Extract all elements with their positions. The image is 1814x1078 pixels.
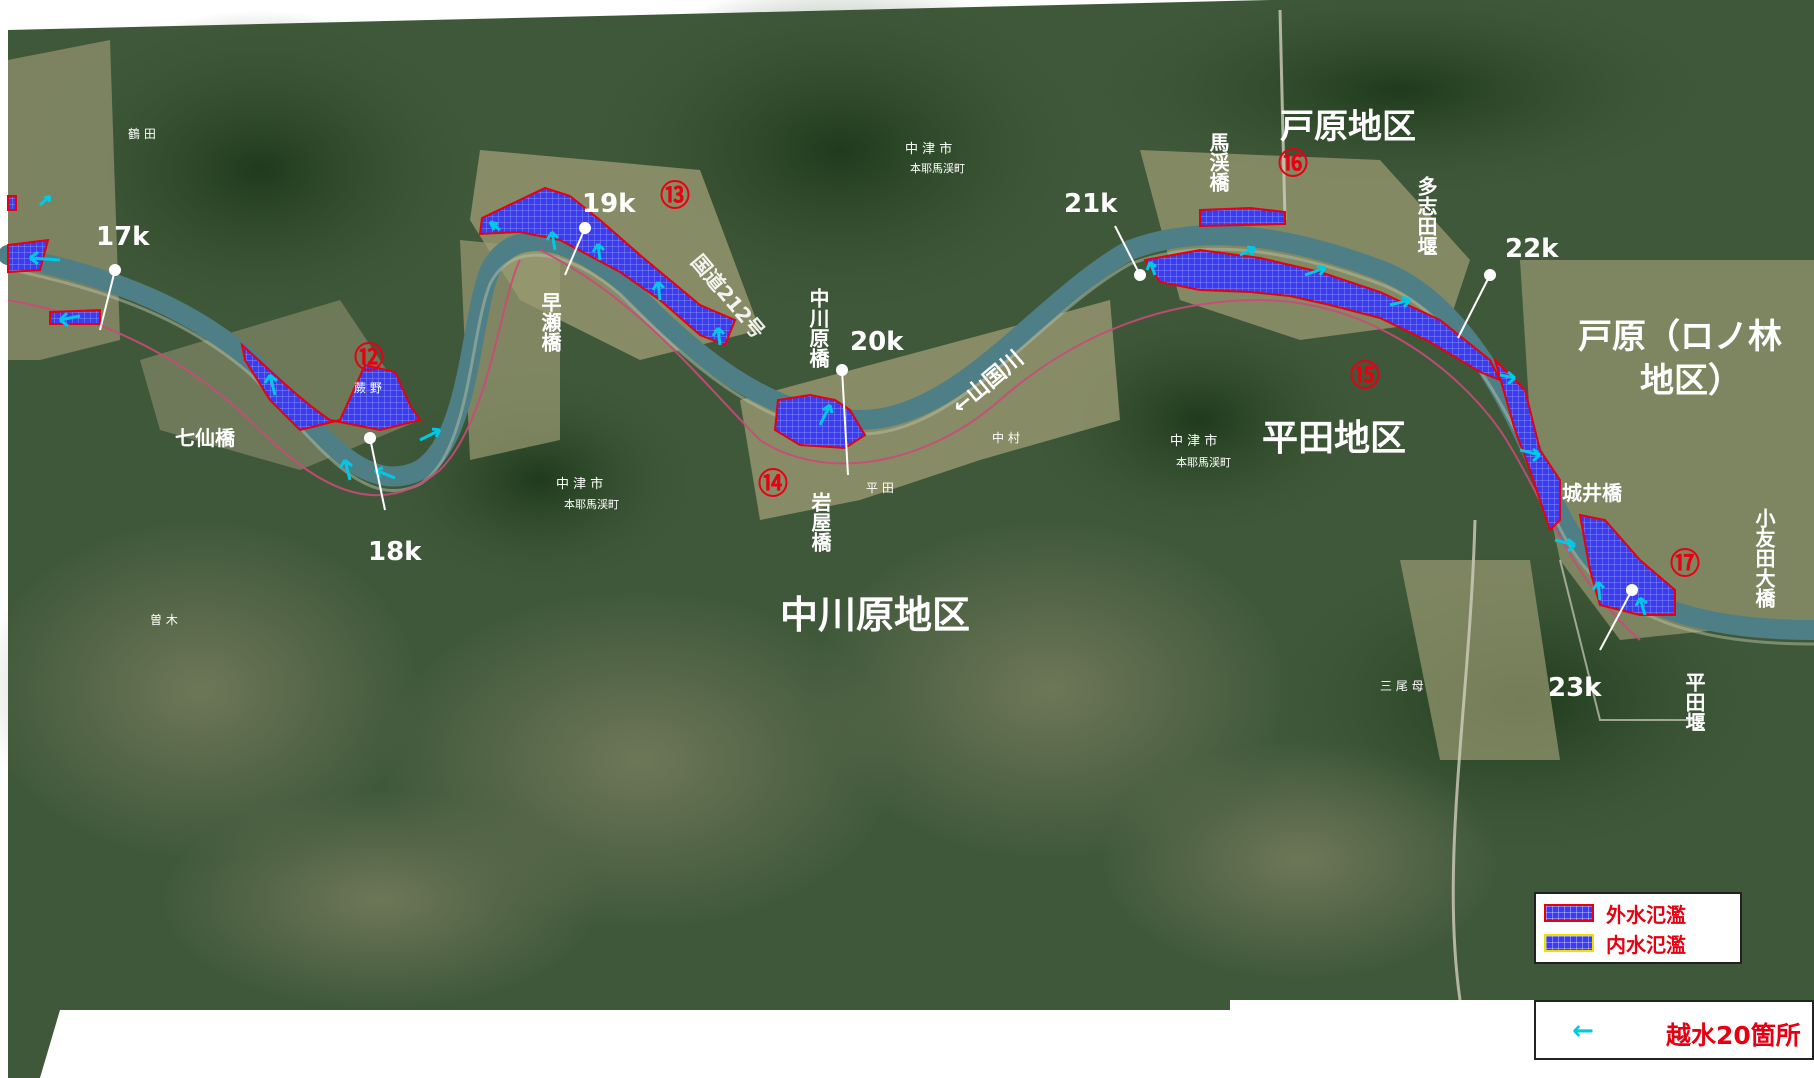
place-honyabakei-3: 本耶馬渓町 [1176,455,1231,469]
flood-area-17 [1578,513,1676,616]
marker-17k: 17k [96,222,150,252]
marker-20k: 20k [850,327,904,357]
bridge-kotomoda: 小友田大橋 [1752,508,1776,609]
flood-area-13 [478,186,737,347]
district-tohara: 戸原地区 [1280,107,1416,147]
area-number-12: ⑫ [354,341,384,376]
legend-row-internal: 内水氾濫 [1544,930,1686,957]
overflow-arrow [1554,537,1576,553]
flood-area-15b [1492,356,1561,532]
flood-area-12 [240,342,422,432]
overflow-arrow [58,311,81,328]
overflow-arrow [1389,295,1412,308]
overflow-arrow [1519,447,1541,463]
area-number-16: ⑯ [1278,147,1308,182]
legend-external-label: 外水氾濫 [1606,902,1686,927]
district-tohara-kunobayashi: 戸原（ロノ林 [1578,317,1782,357]
overflow-note: ← 越水20箇所 [1534,1000,1814,1060]
overflow-arrow [338,458,353,481]
overflow-arrow [38,194,52,207]
legend: 外水氾濫 内水氾濫 [1534,892,1742,964]
flood-areas [7,186,1676,616]
marker-23k: 23k [1548,673,1602,703]
bridge-shiroi: 城井橋 [1562,481,1623,505]
marker-22k: 22k [1505,234,1559,264]
marker-19k: 19k [582,189,636,219]
place-warabino: 蕨 野 [354,381,382,395]
overflow-note-text: 越水20箇所 [1666,1021,1801,1050]
place-sogi: 曽 木 [150,612,178,627]
marker-leaders [99,222,1638,651]
area-number-15: ⑮ [1350,359,1380,394]
marker-21k: 21k [1064,189,1118,219]
rocky-hill [160,790,600,1010]
legend-row-external: 外水氾濫 [1544,900,1686,927]
bridge-iwaya: 岩屋橋 [808,492,832,553]
overflow-arrow [1145,260,1157,276]
place-honyabakei-2: 本耶馬渓町 [564,497,619,511]
place-hirata: 平 田 [866,481,894,495]
area-number-13: ⑬ [660,179,690,214]
overflow-arrow [488,220,501,232]
overflow-arrow-icon: ← [1572,1016,1594,1046]
overflow-arrow [651,280,666,301]
overflow-arrow [545,230,560,251]
place-tsuruta: 鶴 田 [128,126,156,141]
overflow-arrow [1591,580,1606,601]
overflow-arrow [29,250,61,266]
place-honyabakei-1: 本耶馬渓町 [910,161,965,175]
road [1559,559,1700,721]
bridge-hayase: 早瀬橋 [538,292,562,353]
flood-area [7,195,17,211]
flood-area-16 [1199,206,1286,228]
overflow-arrow [1634,596,1648,616]
road [1451,519,1477,1001]
weir-tashida: 多志田堰 [1414,175,1438,256]
hill [30,10,490,330]
place-nakatsu-1: 中 津 市 [905,141,952,157]
place-mio: 三 尾 母 [1380,679,1424,693]
place-nakatsu-3: 中 津 市 [1170,433,1217,449]
rocky-hill [0,520,420,860]
bridge-bakei: 馬渓橋 [1206,132,1230,193]
overflow-arrow [711,326,726,346]
district-hirata: 平田地区 [1262,418,1406,459]
hill [1080,0,1720,200]
legend-internal-label: 内水氾濫 [1606,932,1686,957]
overflow-arrow [419,427,442,442]
overflow-arrows [29,194,1648,616]
blank-area [40,1000,1535,1078]
svg-text:早瀬橋: 早瀬橋 [538,292,562,353]
district-nakagawara: 中川原地区 [780,593,970,637]
overflow-arrow [1304,264,1327,277]
overflow-arrow [1499,370,1516,386]
marker-18k: 18k [368,537,422,567]
area-number-14: ⑭ [758,467,788,502]
flood-area-14 [773,393,867,450]
area-number-17: ⑰ [1670,547,1700,582]
place-nakatsu-2: 中 津 市 [556,476,603,492]
bridge-shichisen: 七仙橋 [175,426,236,450]
overflow-arrow [1239,245,1257,257]
farmland [1400,560,1560,760]
rocky-hill [1100,740,1500,980]
road [1278,9,1287,221]
district-tohara-kunobayashi-2: 地区） [1640,361,1742,401]
place-nakamura: 中 村 [992,430,1020,445]
overflow-arrow [818,403,834,426]
route-212 [7,249,1641,641]
internal-flood-swatch-icon [1544,934,1594,952]
overflow-arrow [263,373,278,396]
weir-hirata: 平田堰 [1682,672,1706,732]
overflow-arrow [591,242,606,261]
bridge-nakagawara: 中川原橋 [806,287,830,369]
flood-area-15 [1143,248,1503,382]
external-flood-swatch-icon [1544,904,1594,922]
